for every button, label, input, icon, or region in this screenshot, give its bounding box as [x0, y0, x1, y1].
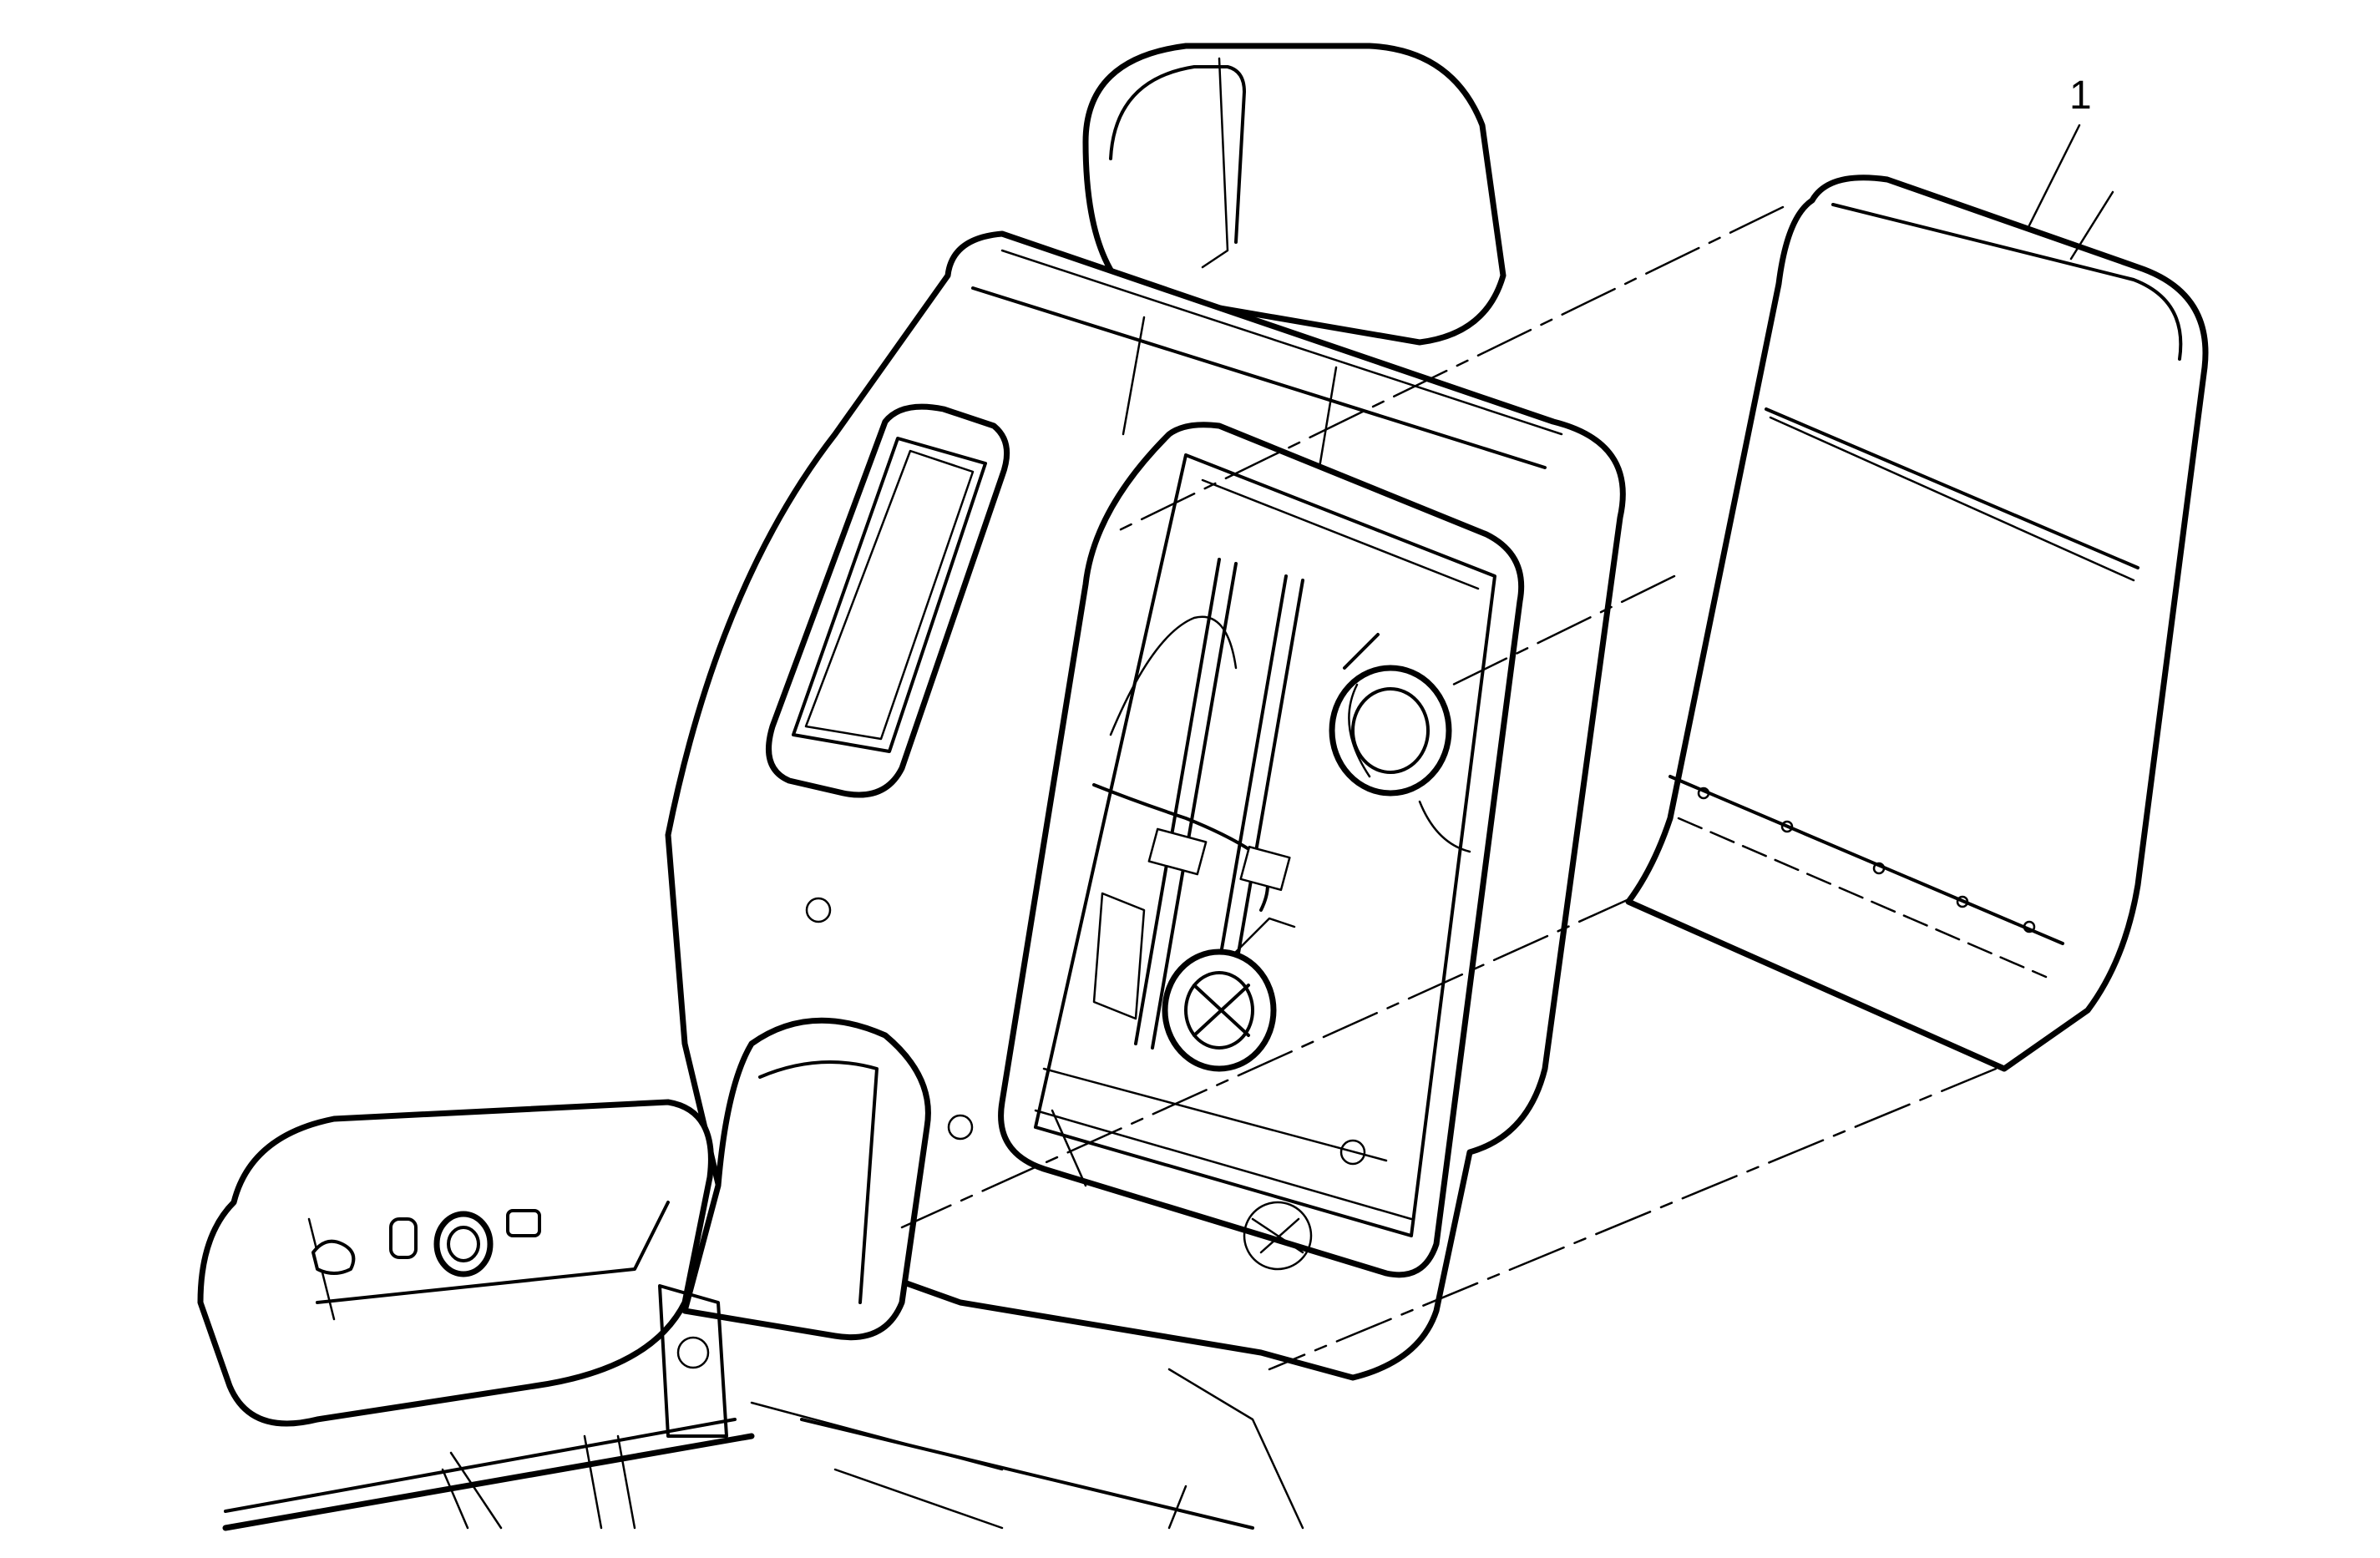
alignment-lines — [900, 205, 1998, 1371]
lower-blower — [1162, 917, 1296, 1072]
callout-1: 1 — [2028, 73, 2092, 227]
callout-label-1: 1 — [2069, 73, 2092, 118]
side-bolster-window — [766, 403, 1010, 798]
seat-track — [222, 1284, 1304, 1531]
seat-cushion — [197, 1099, 714, 1427]
lumbar-motor — [1329, 633, 1452, 797]
wiring-harness — [805, 615, 1471, 1271]
headrest — [1082, 43, 1506, 346]
recliner-side-cover — [681, 1017, 931, 1341]
seat-back-panel — [1625, 175, 2209, 1072]
